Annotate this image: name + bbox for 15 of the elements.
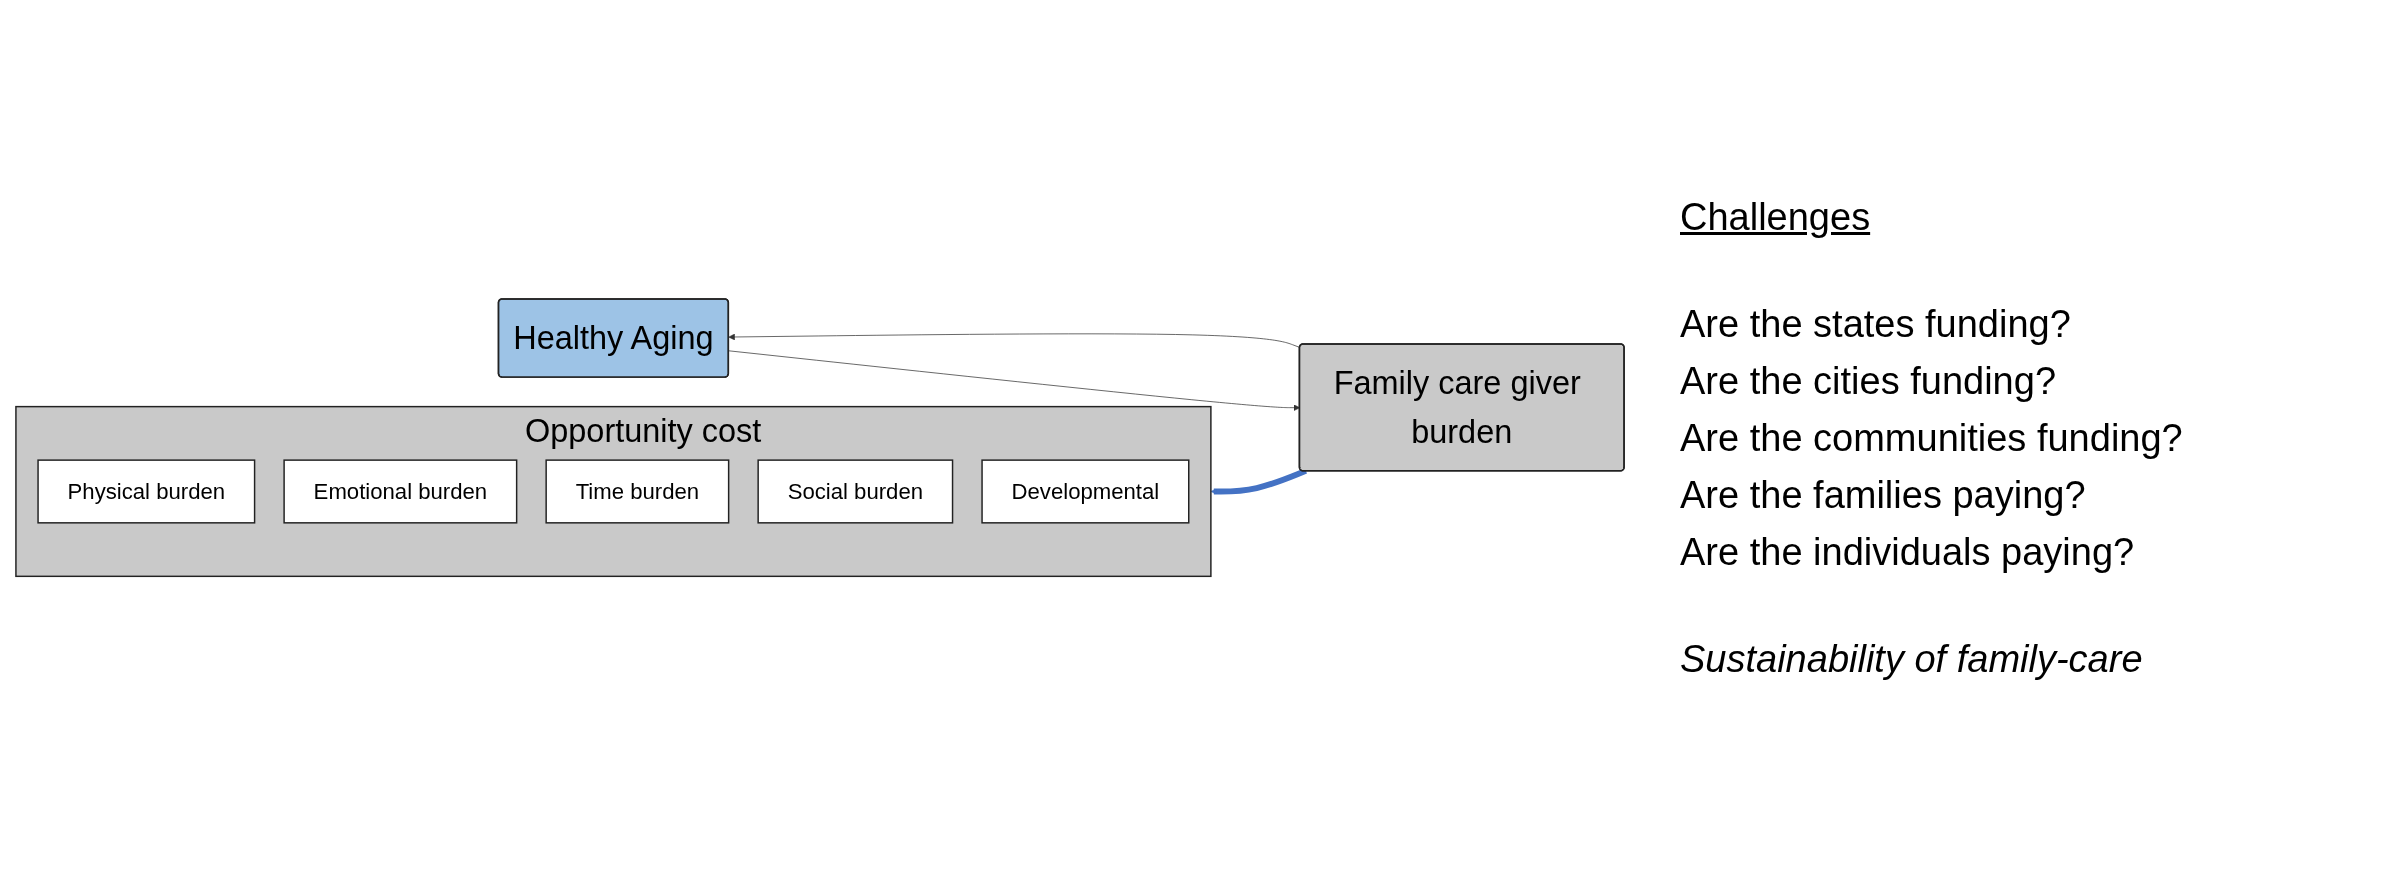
heading: Challenges <box>1680 194 1871 240</box>
node-box <box>37 459 256 524</box>
cluster <box>15 406 1212 578</box>
question: Are the cities funding? <box>1680 358 2056 404</box>
question: Are the families paying? <box>1680 472 2086 518</box>
arrow <box>1210 468 1307 496</box>
note: Sustainability of family-care <box>1680 636 2143 682</box>
flowchart: Opportunity cost Physical burden Emotional burden Time burden Social burden Developmental Family care giver burden Healthy Aging <box>10 293 1630 583</box>
node-box <box>757 459 954 524</box>
question: Are the communities funding? <box>1680 415 2183 461</box>
node-box <box>545 459 730 524</box>
question: Are the individuals paying? <box>1680 529 2135 575</box>
node-box <box>283 459 518 524</box>
node-box <box>981 459 1190 524</box>
question: Are the states funding? <box>1680 301 2071 347</box>
